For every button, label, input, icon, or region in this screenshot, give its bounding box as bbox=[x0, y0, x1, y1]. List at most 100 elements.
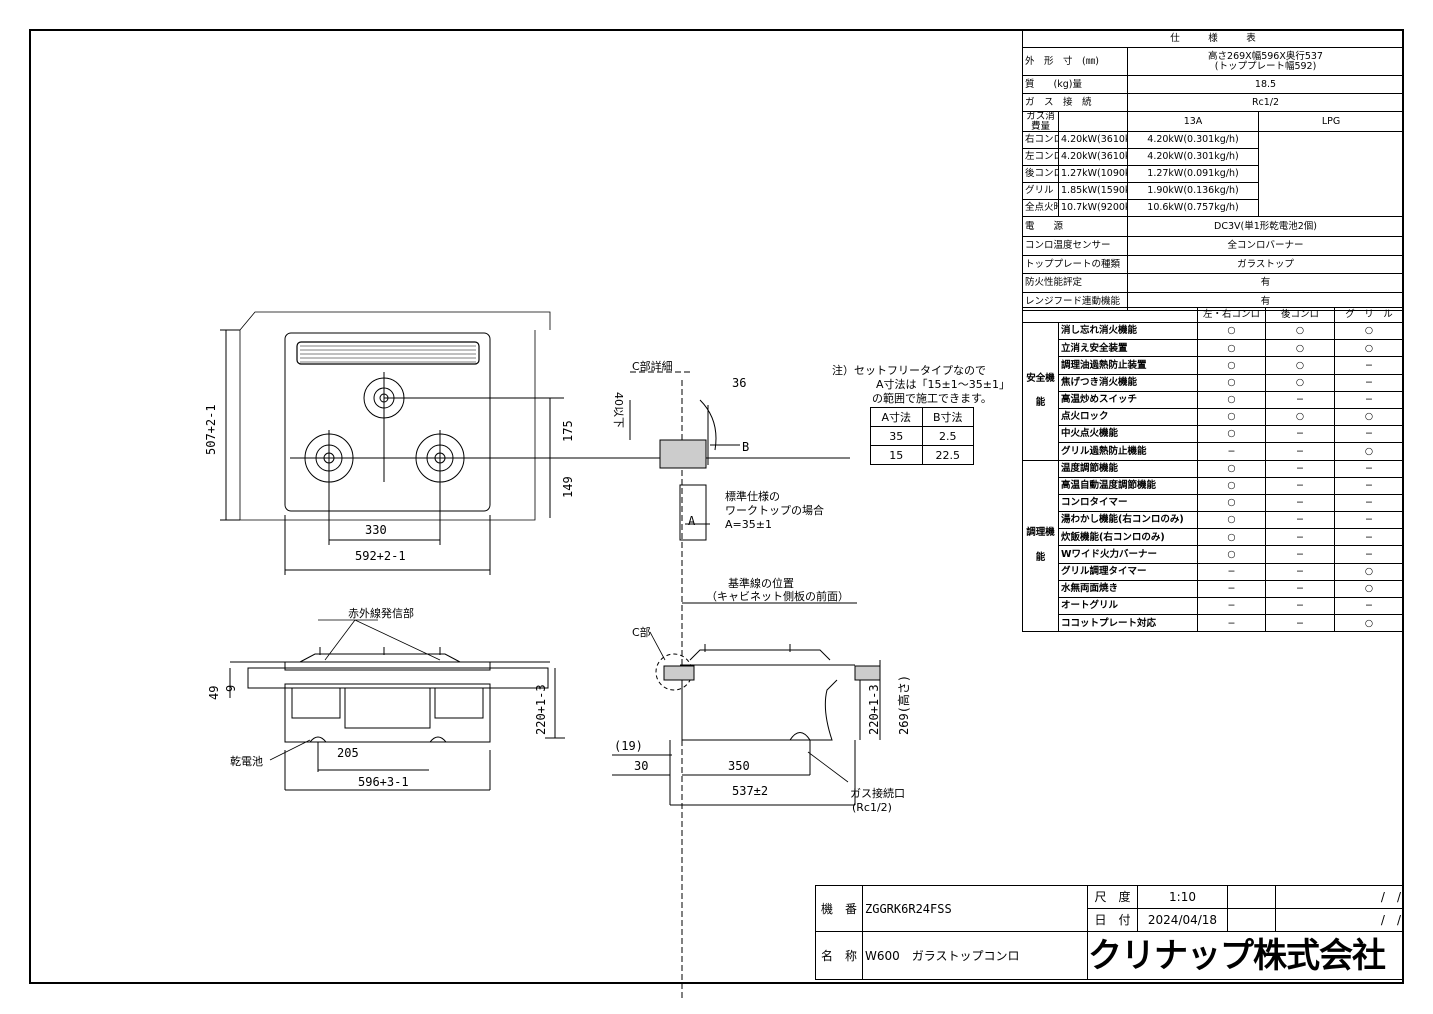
function-availability: − bbox=[1334, 356, 1404, 375]
spec-name: 防火性能評定 bbox=[1022, 273, 1128, 293]
spec-value: ガラストップ bbox=[1126, 254, 1405, 274]
function-row: 湯わかし機能(右コンロのみ)○−− bbox=[1023, 511, 1404, 530]
note-line-3: の範囲で施工できます。 bbox=[872, 392, 992, 405]
function-availability: − bbox=[1334, 493, 1404, 513]
function-availability: − bbox=[1197, 596, 1266, 616]
value-13a: 4.20kW(3610kcal/h) bbox=[1058, 131, 1128, 149]
header-a: A寸法 bbox=[870, 407, 923, 427]
blank bbox=[1022, 307, 1198, 323]
name-label: 名 称 bbox=[815, 931, 863, 980]
function-availability: − bbox=[1265, 579, 1335, 599]
function-availability: ○ bbox=[1334, 321, 1404, 341]
function-availability: ○ bbox=[1197, 476, 1266, 495]
function-availability: − bbox=[1265, 596, 1335, 616]
function-availability: ○ bbox=[1265, 373, 1335, 392]
function-availability: ○ bbox=[1197, 321, 1266, 341]
spec-row: 防火性能評定有 bbox=[1022, 273, 1405, 293]
function-availability: ○ bbox=[1197, 339, 1266, 358]
function-name: 点火ロック bbox=[1058, 407, 1198, 427]
function-row: 高温炒めスイッチ○−− bbox=[1023, 390, 1404, 409]
spec-row: トッププレートの種類ガラストップ bbox=[1022, 254, 1405, 274]
function-name: 消し忘れ消火機能 bbox=[1058, 321, 1198, 341]
function-availability: ○ bbox=[1197, 545, 1266, 564]
function-row: オートグリル−−− bbox=[1023, 596, 1404, 616]
function-name: ココットプレート対応 bbox=[1058, 614, 1198, 633]
spec-name: コンロ温度センサー bbox=[1022, 236, 1128, 256]
function-row: グリル調理タイマー−−○ bbox=[1023, 562, 1404, 581]
function-row: 調理機能温度調節機能○−− bbox=[1022, 459, 1404, 633]
burner-name: 右コンロ bbox=[1022, 131, 1059, 149]
function-availability: − bbox=[1197, 442, 1266, 461]
function-name: 高温炒めスイッチ bbox=[1058, 390, 1198, 409]
dim-30: 30 bbox=[634, 759, 648, 773]
function-availability: − bbox=[1334, 545, 1404, 564]
dim-592: 592+2-1 bbox=[355, 549, 406, 563]
cell: 35 bbox=[870, 426, 923, 446]
dim-9: 9 bbox=[224, 685, 238, 692]
c-part-label: C部 bbox=[632, 625, 651, 639]
function-availability: ○ bbox=[1334, 562, 1404, 581]
function-table: 左・右コンロ後コンログ リ ル安全機能消し忘れ消火機能○○○立消え安全装置○○○… bbox=[1022, 307, 1404, 633]
value-13a: 1.85kW(1590kcal/h) bbox=[1058, 182, 1128, 200]
function-name: 炊飯機能(右コンロのみ) bbox=[1058, 528, 1198, 547]
function-name: 調理油過熱防止装置 bbox=[1058, 356, 1198, 375]
function-availability: − bbox=[1265, 528, 1335, 547]
function-availability: − bbox=[1265, 614, 1335, 633]
function-availability: ○ bbox=[1265, 339, 1335, 358]
consumption-row: 全点火時10.7kW(9200kcal/h)10.6kW(0.757kg/h) bbox=[1022, 199, 1404, 217]
function-availability: ○ bbox=[1334, 579, 1404, 599]
function-row: 安全機能消し忘れ消火機能○○○ bbox=[1022, 321, 1404, 461]
value-lpg: 4.20kW(0.301kg/h) bbox=[1127, 131, 1259, 149]
dim-220-front: 220+1-3 bbox=[534, 684, 548, 735]
cell: 22.5 bbox=[921, 445, 974, 465]
consumption-row: 右コンロ4.20kW(3610kcal/h)4.20kW(0.301kg/h) bbox=[1022, 131, 1404, 149]
dim-149: 149 bbox=[561, 476, 575, 498]
column-header: 後コンロ bbox=[1265, 307, 1335, 323]
ir-emitter-label: 赤外線発信部 bbox=[348, 606, 414, 620]
side-view bbox=[612, 631, 881, 806]
function-availability: − bbox=[1334, 511, 1404, 530]
function-availability: ○ bbox=[1197, 373, 1266, 392]
function-availability: − bbox=[1197, 579, 1266, 599]
dims-value: 高さ269X幅596X奥行537 bbox=[1208, 51, 1323, 62]
reference-line-note-1: 基準線の位置 bbox=[728, 576, 794, 590]
function-name: 高温自動温度調節機能 bbox=[1058, 476, 1198, 495]
function-row: 点火ロック○○○ bbox=[1023, 407, 1404, 427]
function-row: Wワイド火力バーナー○−− bbox=[1023, 545, 1404, 564]
function-name: グリル調理タイマー bbox=[1058, 562, 1198, 581]
dim-507: 507+2-1 bbox=[204, 404, 218, 455]
function-name: コンロタイマー bbox=[1058, 493, 1198, 513]
function-row: 水無両面焼き−−○ bbox=[1023, 579, 1404, 599]
cell: 2.5 bbox=[921, 426, 974, 446]
group-label: 調理機能 bbox=[1022, 459, 1059, 633]
product-name: W600 ガラストップコンロ bbox=[862, 931, 1088, 980]
column-header: グ リ ル bbox=[1334, 307, 1404, 323]
function-row: 調理油過熱防止装置○○− bbox=[1023, 356, 1404, 375]
value-lpg: 1.27kW(0.091kg/h) bbox=[1127, 165, 1259, 183]
gas-consumption-label: ガス消費量 bbox=[1022, 111, 1059, 132]
function-availability: − bbox=[1334, 459, 1404, 478]
company-logo: クリナップ株式会社 bbox=[1087, 931, 1404, 980]
scale-value: 1:10 bbox=[1137, 885, 1228, 909]
date-value: 2024/04/18 bbox=[1137, 908, 1228, 932]
battery-label: 乾電池 bbox=[230, 755, 263, 768]
function-row: ココットプレート対応−−○ bbox=[1023, 614, 1404, 633]
function-availability: − bbox=[1265, 442, 1335, 461]
value-13a: 4.20kW(3610kcal/h) bbox=[1058, 148, 1128, 166]
dim-b: B bbox=[742, 440, 749, 454]
note-line-1: 注）セットフリータイプなので bbox=[832, 364, 986, 377]
dim-350: 350 bbox=[728, 759, 750, 773]
function-availability: − bbox=[1265, 390, 1335, 409]
function-availability: ○ bbox=[1197, 459, 1266, 478]
gas-connection-value: Rc1/2 bbox=[1126, 93, 1405, 112]
function-availability: − bbox=[1334, 425, 1404, 444]
dim-40-or-less: 40以下 bbox=[612, 392, 625, 428]
standard-spec-note-3: A=35±1 bbox=[725, 518, 772, 531]
function-availability: − bbox=[1334, 596, 1404, 616]
revision-date-2: / / bbox=[1275, 908, 1404, 932]
note-line-2: A寸法は「15±1〜35±1」 bbox=[876, 378, 1010, 391]
function-name: 温度調節機能 bbox=[1058, 459, 1198, 478]
reference-line-note-2: （キャビネット側板の前面） bbox=[706, 589, 849, 603]
